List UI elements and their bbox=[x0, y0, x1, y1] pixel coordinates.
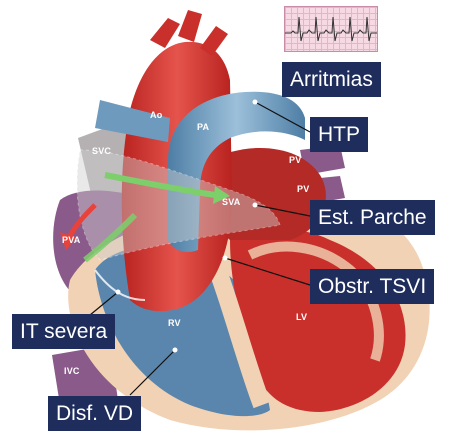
callout-disf-vd: Disf. VD bbox=[48, 396, 141, 431]
label-sva: SVA bbox=[222, 197, 240, 207]
label-pv-bottom: PV bbox=[297, 184, 309, 194]
callout-htp: HTP bbox=[310, 117, 368, 152]
aortic-branch-1 bbox=[150, 18, 180, 48]
label-pa: PA bbox=[197, 122, 209, 132]
marker-est-parche bbox=[253, 203, 258, 208]
label-lv: LV bbox=[296, 312, 307, 322]
label-rv: RV bbox=[168, 318, 181, 328]
marker-obstr-tsvi bbox=[223, 256, 228, 261]
callout-obstr-tsvi: Obstr. TSVI bbox=[310, 269, 434, 304]
label-ivc: IVC bbox=[64, 366, 80, 376]
marker-disf-vd bbox=[173, 348, 178, 353]
ecg-strip-image bbox=[284, 6, 378, 52]
aortic-branch-2 bbox=[178, 10, 202, 42]
label-pva: PVA bbox=[62, 235, 80, 245]
callout-est-parche: Est. Parche bbox=[310, 200, 435, 235]
ecg-trace bbox=[285, 7, 377, 51]
marker-htp bbox=[253, 100, 258, 105]
callout-arritmias: Arritmias bbox=[282, 62, 381, 97]
label-ao: Ao bbox=[150, 110, 162, 120]
marker-it-severa bbox=[116, 290, 121, 295]
label-svc: SVC bbox=[92, 146, 111, 156]
callout-it-severa: IT severa bbox=[12, 314, 115, 349]
label-pv-top: PV bbox=[289, 155, 301, 165]
